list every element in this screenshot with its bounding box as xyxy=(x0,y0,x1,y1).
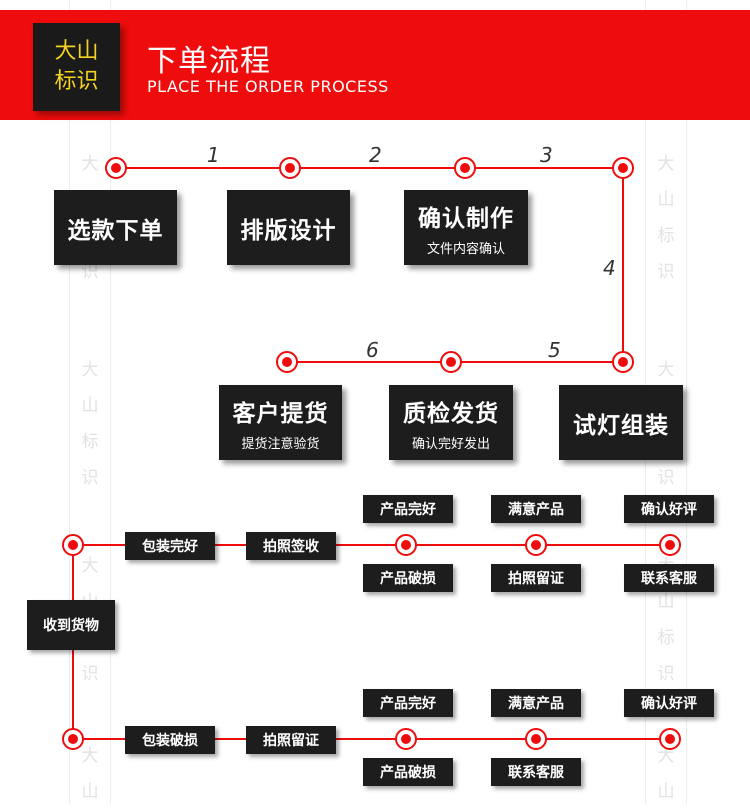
result-box: 确认好评 xyxy=(624,495,714,523)
result-box: 产品破损 xyxy=(363,758,453,786)
result-box: 产品破损 xyxy=(363,564,453,592)
watermark-text: 大 xyxy=(81,746,99,766)
flow-node xyxy=(279,157,301,179)
watermark-text: 山 xyxy=(81,782,99,802)
flow-node xyxy=(276,351,298,373)
watermark-text: 标 xyxy=(657,628,675,648)
result-box: 确认好评 xyxy=(624,689,714,717)
watermark-text: 山 xyxy=(81,396,99,416)
watermark-text: 标 xyxy=(81,432,99,452)
result-box: 拍照留证 xyxy=(491,564,581,592)
flow-node xyxy=(395,728,417,750)
watermark-text: 大 xyxy=(81,556,99,576)
watermark-text: 山 xyxy=(657,782,675,802)
flow-node xyxy=(440,351,462,373)
step-sublabel: 提货注意验货 xyxy=(241,436,320,452)
step-number: 3 xyxy=(540,143,553,167)
package-intact-box: 包装完好 xyxy=(125,532,215,560)
watermark-text: 大 xyxy=(81,360,99,380)
result-box: 产品完好 xyxy=(363,689,453,717)
watermark-text: 山 xyxy=(657,190,675,210)
watermark-text: 识 xyxy=(81,262,99,282)
step-label: 客户提货 xyxy=(232,400,329,427)
step-label: 排版设计 xyxy=(240,217,337,244)
flow-node xyxy=(454,157,476,179)
step-number: 2 xyxy=(369,143,382,167)
photo-evidence-box: 拍照留证 xyxy=(246,726,336,754)
result-box: 联系客服 xyxy=(491,758,581,786)
step-sublabel: 确认完好发出 xyxy=(411,436,490,452)
watermark-text: 识 xyxy=(657,664,675,684)
package-damaged-box: 包装破损 xyxy=(125,726,215,754)
step-number: 5 xyxy=(548,338,561,362)
result-box: 产品完好 xyxy=(363,495,453,523)
flow-node xyxy=(659,728,681,750)
header-banner: 大山 标识 下单流程 PLACE THE ORDER PROCESS xyxy=(0,10,750,120)
flow-node xyxy=(525,534,547,556)
flow-node xyxy=(612,351,634,373)
brand-logo: 大山 标识 xyxy=(33,23,120,111)
watermark-text: 大 xyxy=(657,746,675,766)
flow-node xyxy=(525,728,547,750)
step-box-inspect: 质检发货 确认完好发出 xyxy=(389,385,513,460)
step-box-select: 选款下单 xyxy=(54,190,177,265)
step-label: 试灯组装 xyxy=(573,412,669,439)
step-sublabel: 文件内容确认 xyxy=(426,241,505,257)
result-box: 联系客服 xyxy=(624,564,714,592)
flow-node xyxy=(62,728,84,750)
flow-node xyxy=(612,157,634,179)
watermark-column-left: 大 山 标 识 大 山 标 识 大 山 标 识 大 山 xyxy=(69,0,111,804)
step-number: 1 xyxy=(207,143,220,167)
watermark-text: 大 xyxy=(657,360,675,380)
watermark-text: 大 xyxy=(657,154,675,174)
step-box-design: 排版设计 xyxy=(227,190,350,265)
page-subtitle: PLACE THE ORDER PROCESS xyxy=(147,77,389,96)
photo-sign-box: 拍照签收 xyxy=(246,532,336,560)
watermark-text: 标 xyxy=(657,226,675,246)
watermark-text: 山 xyxy=(657,592,675,612)
step-number: 6 xyxy=(366,338,379,362)
step-box-pickup: 客户提货 提货注意验货 xyxy=(219,385,342,460)
step-label: 选款下单 xyxy=(67,217,164,244)
step-box-assemble: 试灯组装 xyxy=(559,385,683,460)
step-label: 确认制作 xyxy=(418,205,514,232)
flow-line xyxy=(73,544,670,546)
flow-line xyxy=(73,738,670,740)
result-box: 满意产品 xyxy=(491,495,581,523)
receive-goods-box: 收到货物 xyxy=(27,600,115,650)
watermark-text: 识 xyxy=(81,664,99,684)
flow-line xyxy=(116,167,623,169)
result-box: 满意产品 xyxy=(491,689,581,717)
watermark-text: 大 xyxy=(81,154,99,174)
flow-node xyxy=(105,157,127,179)
watermark-text: 识 xyxy=(81,468,99,488)
step-label: 质检发货 xyxy=(403,400,499,427)
page-title: 下单流程 xyxy=(147,44,271,79)
watermark-text: 识 xyxy=(657,262,675,282)
flow-node xyxy=(395,534,417,556)
watermark-text: 识 xyxy=(657,468,675,488)
flow-node xyxy=(62,534,84,556)
flow-line xyxy=(622,168,624,362)
step-box-confirm: 确认制作 文件内容确认 xyxy=(404,190,528,265)
flow-node xyxy=(659,534,681,556)
step-number: 4 xyxy=(603,256,616,280)
